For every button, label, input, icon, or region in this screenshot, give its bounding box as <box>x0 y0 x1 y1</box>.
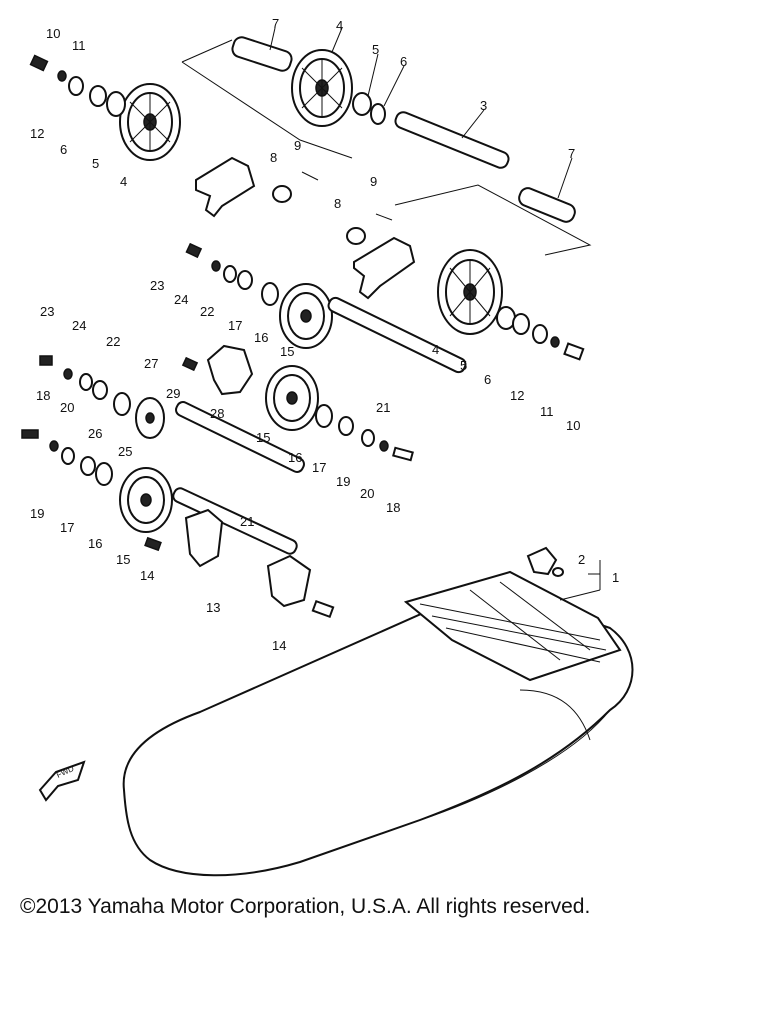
callout-24: 24 <box>72 318 86 333</box>
bracket-upper-right <box>353 236 416 300</box>
callout-3: 3 <box>480 98 487 113</box>
callout-16: 16 <box>288 450 302 465</box>
callout-16: 16 <box>88 536 102 551</box>
callout-21: 21 <box>376 400 390 415</box>
track-cleats <box>419 581 607 663</box>
callout-10: 10 <box>46 26 60 41</box>
callout-19: 19 <box>336 474 350 489</box>
shaft-7-right <box>518 187 576 223</box>
callout-26: 26 <box>88 426 102 441</box>
wheel-15-lower <box>119 467 173 533</box>
callout-15: 15 <box>116 552 130 567</box>
clip-2 <box>526 546 564 577</box>
callout-17: 17 <box>228 318 242 333</box>
track-1 <box>122 570 634 877</box>
callout-9: 9 <box>294 138 301 153</box>
callout-18: 18 <box>36 388 50 403</box>
callout-23: 23 <box>40 304 54 319</box>
callout-4: 4 <box>432 342 439 357</box>
callout-4: 4 <box>336 18 343 33</box>
callout-8: 8 <box>334 196 341 211</box>
callout-14: 14 <box>140 568 154 583</box>
callout-17: 17 <box>312 460 326 475</box>
callout-8: 8 <box>270 150 277 165</box>
callout-27: 27 <box>144 356 158 371</box>
callout-15: 15 <box>256 430 270 445</box>
callout-1: 1 <box>612 570 619 585</box>
callout-6: 6 <box>484 372 491 387</box>
callout-5: 5 <box>92 156 99 171</box>
callout-23: 23 <box>150 278 164 293</box>
callout-22: 22 <box>106 334 120 349</box>
callout-7: 7 <box>568 146 575 161</box>
callout-9: 9 <box>370 174 377 189</box>
callout-7: 7 <box>272 16 279 31</box>
bracket-upper-left <box>195 156 256 218</box>
wheel-4-right <box>437 249 503 335</box>
callout-14: 14 <box>272 638 286 653</box>
group-outline-top <box>181 39 592 256</box>
callout-29: 29 <box>166 386 180 401</box>
axle-21-lower <box>175 401 305 473</box>
callout-2: 2 <box>578 552 585 567</box>
axle-21-upper <box>327 296 467 374</box>
callout-18: 18 <box>386 500 400 515</box>
callout-15: 15 <box>280 344 294 359</box>
callout-11: 11 <box>540 404 554 419</box>
copyright-notice: ©2013 Yamaha Motor Corporation, U.S.A. A… <box>20 895 591 918</box>
callout-17: 17 <box>60 520 74 535</box>
callout-11: 11 <box>72 38 86 53</box>
wheel-4-top-left <box>119 83 181 161</box>
flange-25 <box>135 397 165 439</box>
callout-25: 25 <box>118 444 132 459</box>
wheel-4-top-center <box>291 49 353 127</box>
callout-6: 6 <box>400 54 407 69</box>
callout-28: 28 <box>210 406 224 421</box>
callout-12: 12 <box>510 388 524 403</box>
small-parts <box>21 54 585 619</box>
wheel-15-middle <box>279 283 333 349</box>
callout-13: 13 <box>206 600 220 615</box>
callout-20: 20 <box>360 486 374 501</box>
leader-lines <box>269 27 601 601</box>
callout-21: 21 <box>240 514 254 529</box>
callout-10: 10 <box>566 418 580 433</box>
shaft-7-top <box>231 36 293 72</box>
callout-22: 22 <box>200 304 214 319</box>
wheel-15-center <box>265 365 319 431</box>
callout-19: 19 <box>30 506 44 521</box>
callout-4: 4 <box>120 174 127 189</box>
callout-5: 5 <box>372 42 379 57</box>
callout-20: 20 <box>60 400 74 415</box>
fwd-arrow-icon: FWD <box>38 760 86 802</box>
callout-5: 5 <box>460 358 467 373</box>
shaft-3 <box>394 111 510 169</box>
callout-24: 24 <box>174 292 188 307</box>
bar-13 <box>172 487 312 608</box>
callout-6: 6 <box>60 142 67 157</box>
exploded-parts-diagram: FWD 1 2 3 4 4 4 5 5 5 6 6 6 7 7 8 8 9 9 … <box>21 16 634 877</box>
bracket-28 <box>206 344 254 396</box>
callout-labels: 1 2 3 4 4 4 5 5 5 6 6 6 7 7 8 8 9 9 10 1… <box>30 16 619 653</box>
callout-16: 16 <box>254 330 268 345</box>
callout-12: 12 <box>30 126 44 141</box>
